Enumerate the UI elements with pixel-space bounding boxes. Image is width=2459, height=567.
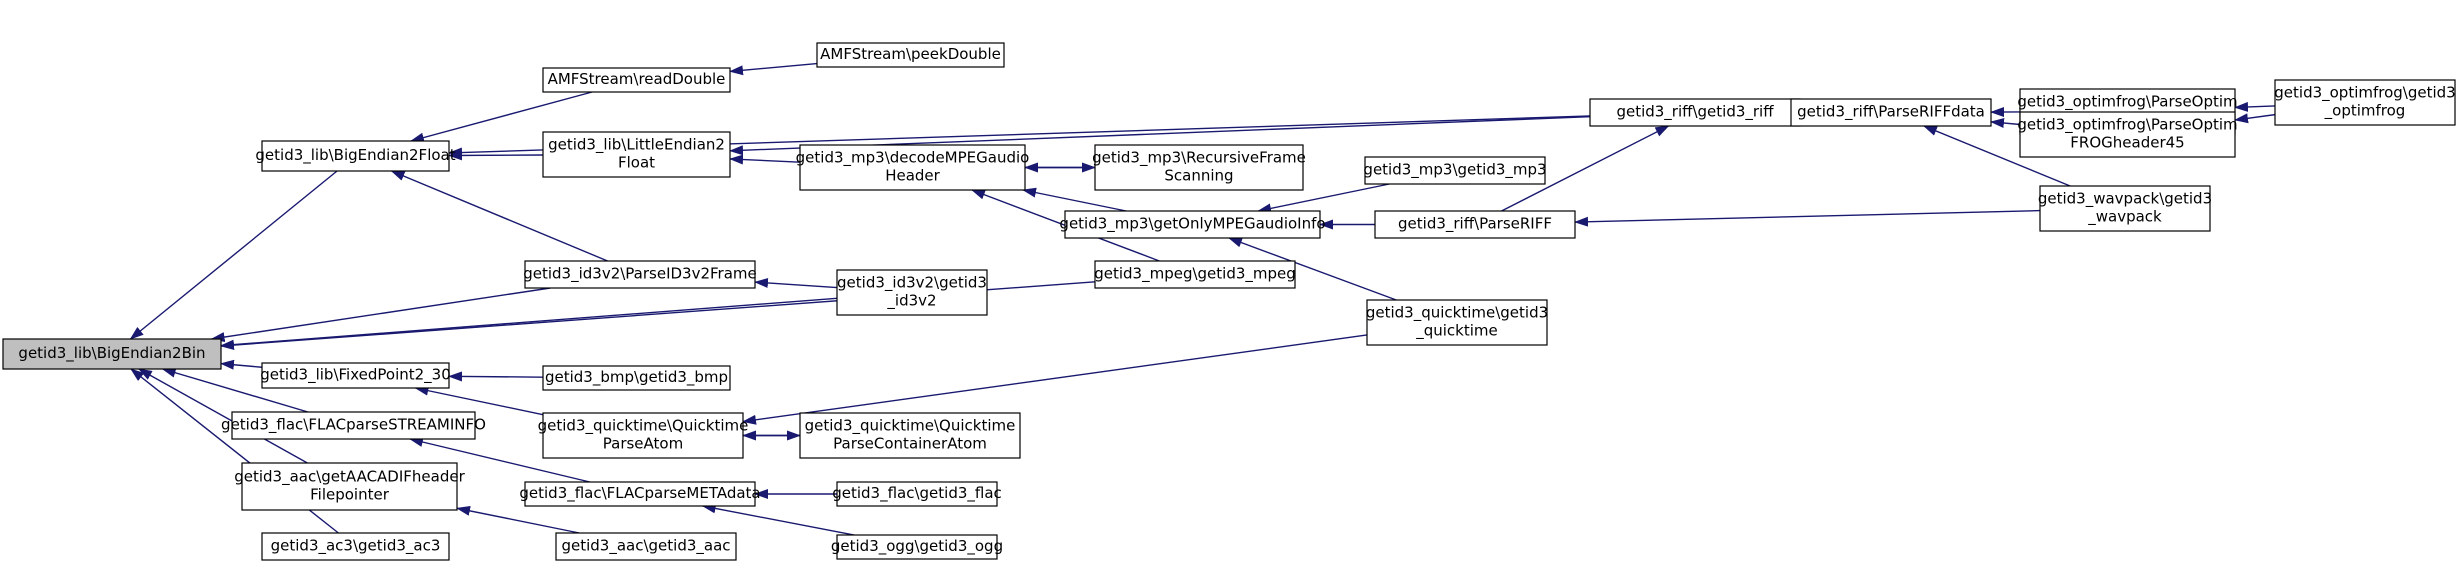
- node-getid3-quicktime-getid3-quicktime[interactable]: getid3_quicktime\getid3_quicktime: [1366, 300, 1548, 345]
- node-getid3-wavpack-getid3-wavpack[interactable]: getid3_wavpack\getid3_wavpack: [2038, 186, 2212, 231]
- node-label: _quicktime: [1415, 321, 1498, 340]
- node-label: getid3_mp3\decodeMPEGaudio: [796, 148, 1030, 167]
- node-getid3-ac3-getid3-ac3[interactable]: getid3_ac3\getid3_ac3: [262, 533, 449, 560]
- node-label: Float: [618, 153, 655, 171]
- node-getid3-aac-getid3-aac[interactable]: getid3_aac\getid3_aac: [556, 533, 736, 560]
- node-label: getid3_aac\getid3_aac: [561, 536, 730, 555]
- nodes-layer: getid3_lib\BigEndian2Bin getid3_lib\BigEn…: [3, 43, 2456, 560]
- node-label: getid3_lib\BigEndian2Bin: [18, 344, 205, 363]
- node-label: getid3_mp3\getid3_mp3: [1363, 160, 1546, 179]
- node-getid3-mp3-getonlympegaudioinfo[interactable]: getid3_mp3\getOnlyMPEGaudioInfo: [1059, 211, 1325, 238]
- edge-n17-to-n1: [392, 171, 608, 261]
- edge-n17-to-n0: [212, 288, 551, 339]
- node-label: getid3_lib\BigEndian2Float: [255, 146, 455, 165]
- node-label: getid3_ac3\getid3_ac3: [271, 536, 441, 555]
- node-amfstream-peekdouble[interactable]: AMFStream\peekDouble: [817, 43, 1004, 67]
- node-getid3-flac-flacparsestreaminfo[interactable]: getid3_flac\FLACparseSTREAMINFO: [221, 412, 486, 439]
- edge-n1-to-n0: [130, 171, 337, 339]
- node-getid3-lib-bigendian2bin[interactable]: getid3_lib\BigEndian2Bin: [3, 339, 221, 369]
- node-label: getid3_id3v2\ParseID3v2Frame: [523, 264, 757, 283]
- node-label: _id3v2: [886, 291, 936, 310]
- edge-n19-to-n22: [743, 335, 1367, 422]
- edge-n21-to-n20: [449, 376, 543, 377]
- edge-n22-to-n20: [415, 388, 543, 415]
- node-label: Scanning: [1164, 166, 1233, 184]
- node-label: getid3_lib\FixedPoint2_30: [260, 365, 451, 384]
- node-label: getid3_quicktime\Quicktime: [805, 416, 1016, 435]
- node-label: getid3_lib\LittleEndian2: [548, 135, 725, 154]
- node-label: getid3_optimfrog\getid3: [2274, 83, 2455, 102]
- node-label: getid3_riff\getid3_riff: [1616, 102, 1774, 121]
- edge-n4-to-n1: [449, 155, 543, 156]
- node-label: Filepointer: [310, 485, 390, 503]
- node-label: getid3_optimfrog\ParseOptim: [2017, 115, 2237, 134]
- node-getid3-riff-getid3-riff[interactable]: getid3_riff\getid3_riff: [1590, 99, 1800, 126]
- node-getid3-flac-flacparsemetadata[interactable]: getid3_flac\FLACparseMETAdata: [519, 482, 760, 506]
- node-label: getid3_ogg\getid3_ogg: [831, 537, 1003, 556]
- node-getid3-lib-bigendian2float[interactable]: getid3_lib\BigEndian2Float: [255, 141, 455, 171]
- edge-n15-to-n14: [1575, 211, 2040, 222]
- edge-n28-to-n26: [703, 506, 855, 535]
- edge-n29-to-n25: [457, 508, 579, 533]
- node-label: getid3_quicktime\Quicktime: [538, 416, 749, 435]
- node-label: getid3_optimfrog\ParseOptim: [2017, 92, 2237, 111]
- node-label: FROGheader45: [2070, 133, 2184, 151]
- node-getid3-mp3-getid3-mp3[interactable]: getid3_mp3\getid3_mp3: [1363, 157, 1546, 184]
- node-label: getid3_mp3\getOnlyMPEGaudioInfo: [1059, 214, 1325, 233]
- edge-n18-to-n0: [221, 298, 837, 345]
- node-label: _wavpack: [2087, 207, 2162, 226]
- node-label: getid3_id3v2\getid3: [837, 273, 987, 292]
- node-label: getid3_aac\getAACADIFheader: [234, 467, 465, 486]
- node-label: getid3_wavpack\getid3: [2038, 189, 2212, 208]
- node-label: ParseAtom: [603, 434, 683, 452]
- node-label: _optimfrog: [2324, 101, 2406, 120]
- node-getid3-bmp-getid3-bmp[interactable]: getid3_bmp\getid3_bmp: [543, 366, 730, 390]
- node-getid3-id3v2-parseid3v2frame[interactable]: getid3_id3v2\ParseID3v2Frame: [523, 261, 757, 288]
- node-getid3-lib-fixedpoint2-30[interactable]: getid3_lib\FixedPoint2_30: [260, 363, 451, 388]
- node-getid3-riff-parseriff[interactable]: getid3_riff\ParseRIFF: [1375, 211, 1575, 238]
- node-amfstream-readdouble[interactable]: AMFStream\readDouble: [543, 68, 730, 92]
- node-label: getid3_flac\FLACparseSTREAMINFO: [221, 415, 486, 434]
- node-getid3-flac-getid3-flac[interactable]: getid3_flac\getid3_flac: [832, 482, 1002, 506]
- node-label: getid3_quicktime\getid3: [1366, 303, 1548, 322]
- edge-n5-to-n4: [730, 159, 800, 162]
- edge-n13-to-n11: [2235, 106, 2275, 108]
- edge-n3-to-n2: [730, 64, 817, 72]
- node-label: Header: [885, 166, 940, 184]
- node-label: getid3_riff\ParseRIFF: [1398, 214, 1552, 233]
- edge-n8-to-n5: [1023, 190, 1126, 211]
- node-getid3-optimfrog-getid3-optimfrog[interactable]: getid3_optimfrog\getid3_optimfrog: [2274, 80, 2455, 125]
- node-getid3-mpeg-getid3-mpeg[interactable]: getid3_mpeg\getid3_mpeg: [1094, 261, 1296, 288]
- edge-n12-to-n10: [1991, 122, 2020, 125]
- node-getid3-riff-parseriffdata[interactable]: getid3_riff\ParseRIFFdata: [1791, 99, 1991, 126]
- node-label: getid3_mp3\RecursiveFrame: [1092, 148, 1306, 167]
- node-label: AMFStream\readDouble: [548, 70, 726, 88]
- node-getid3-id3v2-getid3-id3v2[interactable]: getid3_id3v2\getid3_id3v2: [837, 270, 987, 315]
- node-label: getid3_riff\ParseRIFFdata: [1797, 102, 1985, 121]
- node-getid3-ogg-getid3-ogg[interactable]: getid3_ogg\getid3_ogg: [831, 535, 1003, 559]
- node-label: AMFStream\peekDouble: [820, 45, 1001, 63]
- node-getid3-quicktime-quicktimeparsecontaineratom[interactable]: getid3_quicktime\QuicktimeParseContainer…: [800, 413, 1020, 458]
- node-label: getid3_flac\FLACparseMETAdata: [519, 484, 760, 503]
- edge-n20-to-n0: [221, 364, 262, 368]
- node-label: getid3_bmp\getid3_bmp: [545, 368, 728, 387]
- node-label: ParseContainerAtom: [833, 434, 987, 452]
- edge-n18-to-n17: [755, 282, 837, 287]
- node-label: getid3_mpeg\getid3_mpeg: [1094, 264, 1296, 283]
- node-label: getid3_flac\getid3_flac: [832, 484, 1002, 503]
- edge-n13-to-n12: [2235, 115, 2275, 120]
